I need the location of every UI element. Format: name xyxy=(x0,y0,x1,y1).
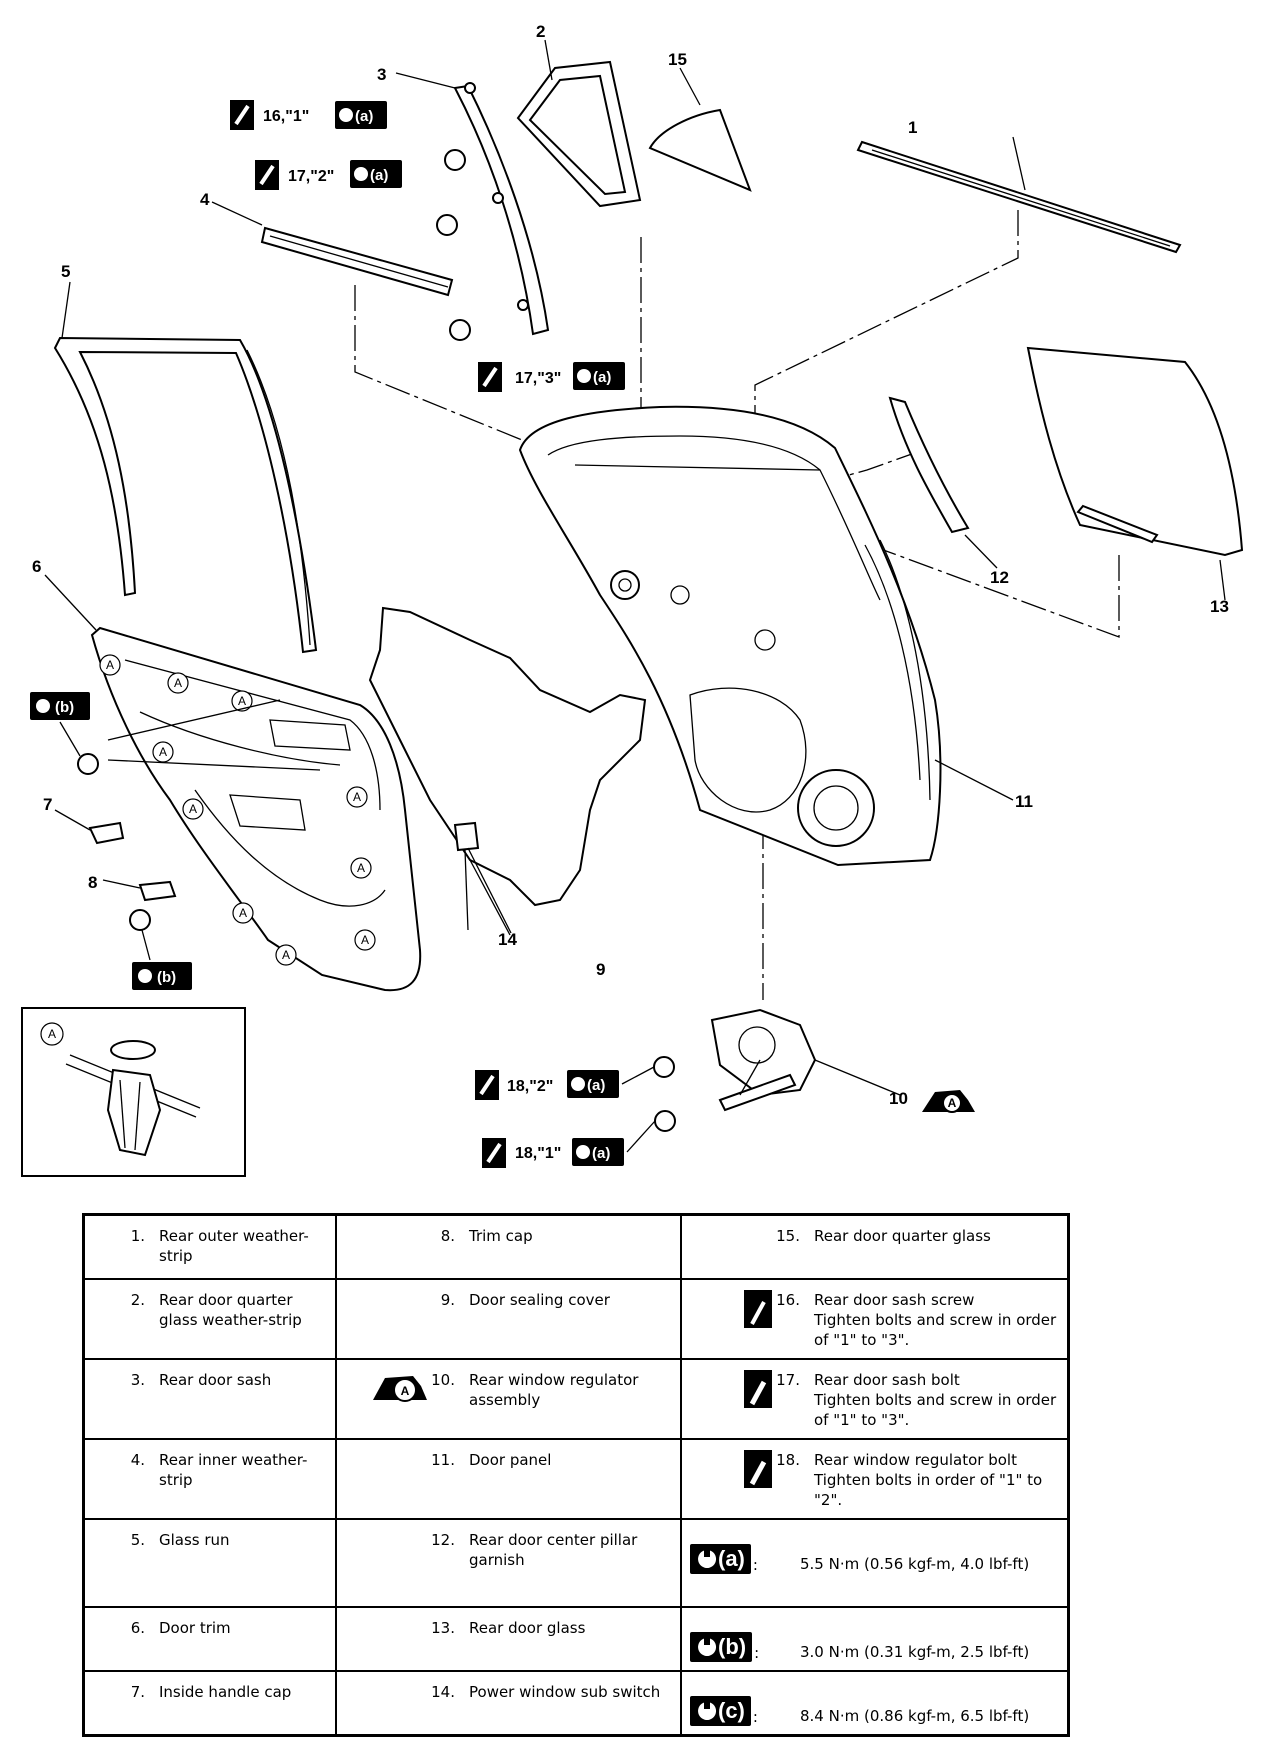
torque-badge-a: (a) xyxy=(690,1544,751,1574)
rear-door-quarter-glass xyxy=(648,108,752,192)
label-6: 6 xyxy=(32,557,41,576)
trim-cap xyxy=(138,880,177,902)
label-5: 5 xyxy=(61,262,70,281)
rear-door-glass xyxy=(1026,346,1244,557)
clip-marker-label: A xyxy=(106,658,114,672)
svg-text:A: A xyxy=(238,694,246,708)
svg-text:A: A xyxy=(361,933,369,947)
svg-text:(a): (a) xyxy=(587,1077,605,1094)
label-10: 10 xyxy=(889,1089,908,1108)
leader-lines xyxy=(44,39,1226,1096)
svg-text:17,"3": 17,"3" xyxy=(515,370,561,387)
clip-markers: A A A A A A A A A A xyxy=(99,654,376,966)
svg-text:(a): (a) xyxy=(370,167,388,184)
label-12: 12 xyxy=(990,568,1009,587)
svg-text:18,"1": 18,"1" xyxy=(515,1145,561,1162)
legend-row: 2.Rear door quarter glass weather-strip … xyxy=(82,1278,1070,1360)
power-window-sub-switch xyxy=(453,821,480,852)
svg-text:A: A xyxy=(401,1384,410,1398)
label-11: 11 xyxy=(1015,792,1033,811)
legend-row: 1. Rear outer weather-strip 8. Trim cap 15… xyxy=(82,1213,1070,1280)
label-7: 7 xyxy=(43,795,52,814)
svg-text:A: A xyxy=(948,1096,957,1110)
glass-run xyxy=(53,336,318,654)
parts-legend-table: 1. Rear outer weather-strip 8. Trim cap 15… xyxy=(82,1213,1070,1737)
legend-text: Rear outer weather-strip xyxy=(159,1227,309,1265)
legend-num: 1. xyxy=(130,1227,145,1245)
svg-text:A: A xyxy=(357,861,365,875)
door-panel xyxy=(518,405,942,867)
clip-detail-inset: A xyxy=(21,1007,246,1177)
torque-badge-b: (b) xyxy=(690,1632,753,1662)
annotation-b-lower: (b) xyxy=(132,929,192,990)
legend-row: 6.Door trim 13.Rear door glass (b):3.0 N… xyxy=(82,1606,1070,1672)
rear-door-sash xyxy=(453,82,550,336)
svg-text:(b): (b) xyxy=(157,969,176,986)
annotation-18-2: 18,"2" (a) xyxy=(475,1066,655,1100)
svg-text:16,"1": 16,"1" xyxy=(263,108,309,125)
annotation-17-3: 17,"3" (a) xyxy=(478,362,625,392)
svg-text:A: A xyxy=(174,676,182,690)
rear-outer-weather-strip xyxy=(856,140,1182,254)
label-13: 13 xyxy=(1210,597,1229,616)
svg-text:A: A xyxy=(189,802,197,816)
legend-num: 15. xyxy=(776,1227,800,1245)
quarter-glass-weather-strip xyxy=(516,60,642,208)
legend-text: Trim cap xyxy=(469,1227,533,1245)
exploded-parts-diagram: A A A A A A A A A A xyxy=(21,22,1244,1177)
label-3: 3 xyxy=(377,65,386,84)
regulator-symbol-icon: A xyxy=(922,1090,975,1113)
svg-text:18,"2": 18,"2" xyxy=(507,1078,553,1095)
svg-text:A: A xyxy=(282,948,290,962)
bolt-tool-icon xyxy=(744,1370,773,1408)
rear-inner-weather-strip xyxy=(260,226,454,297)
svg-text:(a): (a) xyxy=(355,108,373,125)
label-2: 2 xyxy=(536,22,545,41)
label-9: 9 xyxy=(596,960,605,979)
annotation-17-2: 17,"2" (a) xyxy=(255,160,402,190)
svg-text:A: A xyxy=(48,1027,56,1041)
svg-text:A: A xyxy=(159,745,167,759)
svg-text:A: A xyxy=(239,906,247,920)
rear-door-center-pillar-garnish xyxy=(888,396,970,534)
door-sealing-cover xyxy=(368,606,647,907)
label-4: 4 xyxy=(200,190,210,209)
legend-text: Rear door quarter glass xyxy=(814,1227,991,1245)
legend-row: 7.Inside handle cap 14.Power window sub … xyxy=(82,1670,1070,1737)
annotation-18-1: 18,"1" (a) xyxy=(482,1120,656,1168)
svg-text:A: A xyxy=(353,790,361,804)
annotation-b-upper: (b) xyxy=(30,692,90,757)
annotation-16-1: 16,"1" (a) xyxy=(230,100,387,130)
screw-tool-icon xyxy=(744,1290,773,1328)
torque-badge-c: (c) xyxy=(690,1696,751,1726)
legend-row: 5.Glass run 12.Rear door center pillar g… xyxy=(82,1518,1070,1608)
door-trim xyxy=(90,626,422,992)
label-14: 14 xyxy=(498,930,517,949)
label-15: 15 xyxy=(668,50,687,69)
rear-window-regulator-assembly xyxy=(710,1008,817,1112)
legend-row: 4.Rear inner weather-strip 11.Door panel… xyxy=(82,1438,1070,1520)
svg-text:17,"2": 17,"2" xyxy=(288,168,334,185)
legend-num: 8. xyxy=(440,1227,455,1245)
regulator-symbol-icon: A xyxy=(371,1370,429,1404)
inside-handle-cap xyxy=(88,821,125,845)
label-1: 1 xyxy=(908,118,917,137)
label-8: 8 xyxy=(88,873,97,892)
svg-text:(a): (a) xyxy=(593,369,611,386)
svg-text:(a): (a) xyxy=(592,1145,610,1162)
bolt-tool-icon xyxy=(744,1450,773,1488)
svg-text:(b): (b) xyxy=(55,699,74,716)
fasteners xyxy=(77,149,676,1132)
